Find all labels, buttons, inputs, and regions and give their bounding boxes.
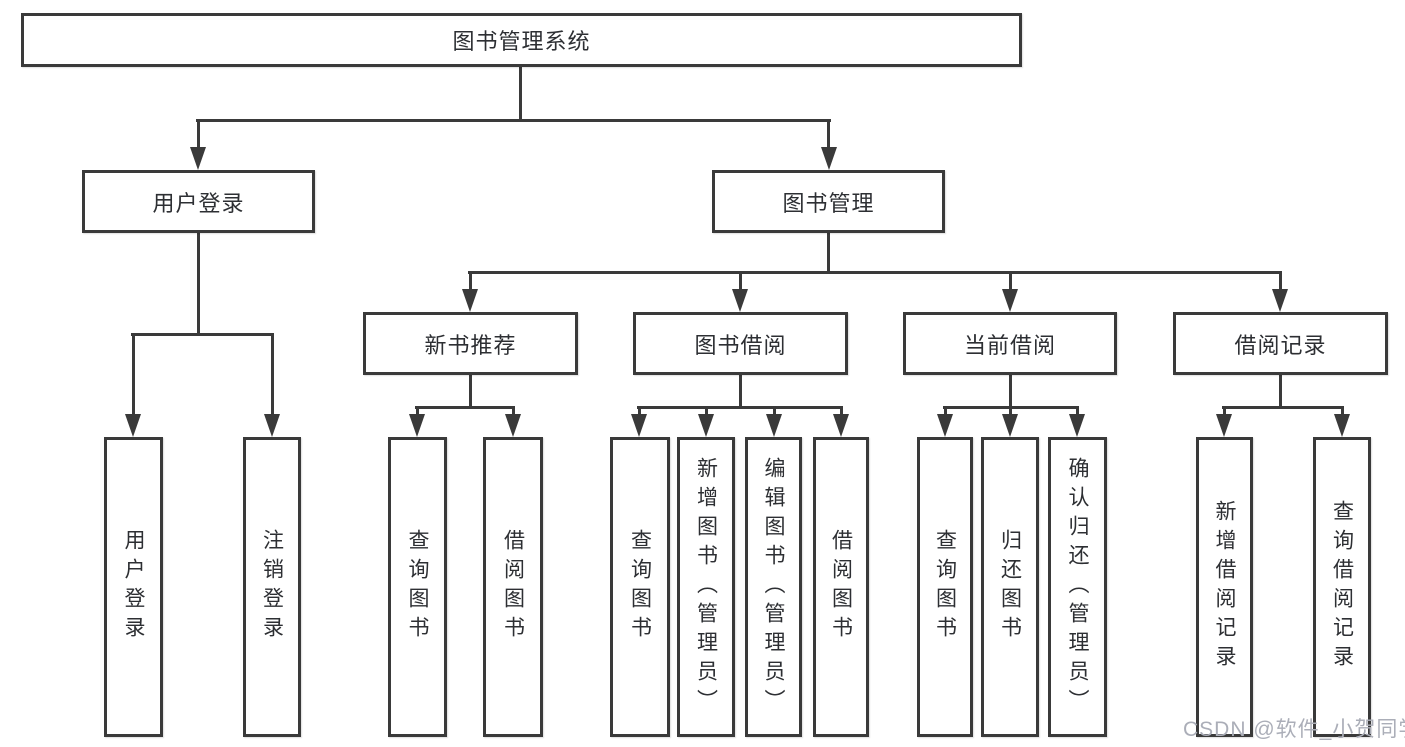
node-new-book-recommendation: 新书推荐	[363, 312, 578, 375]
leaf-user-login: 用户登录	[104, 437, 163, 737]
arrowhead-icon	[698, 414, 714, 437]
arrow-shaft	[739, 271, 742, 289]
arrowhead-icon	[1002, 414, 1018, 437]
arrow-shaft	[132, 333, 135, 414]
arrowhead-icon	[462, 289, 478, 312]
arrowhead-icon	[1002, 289, 1018, 312]
node-borrowing-records: 借阅记录	[1173, 312, 1388, 375]
connector-hline	[468, 271, 1282, 274]
arrow-shaft	[840, 406, 843, 414]
connector-hline	[1222, 406, 1344, 409]
arrowhead-icon	[409, 414, 425, 437]
connector-vline	[197, 233, 200, 336]
connector-hline	[196, 119, 831, 122]
arrowhead-icon	[766, 414, 782, 437]
arrowhead-icon	[125, 414, 141, 437]
arrowhead-icon	[821, 147, 837, 170]
arrowhead-icon	[631, 414, 647, 437]
leaf-query-books-borrowing: 查询图书	[610, 437, 670, 737]
node-current-borrowing: 当前借阅	[903, 312, 1117, 375]
leaf-logout: 注销登录	[243, 437, 301, 737]
leaf-query-books-current: 查询图书	[917, 437, 973, 737]
arrowhead-icon	[190, 147, 206, 170]
leaf-return-books: 归还图书	[981, 437, 1039, 737]
leaf-add-borrow-record: 新增借阅记录	[1196, 437, 1253, 737]
arrow-shaft	[773, 406, 776, 414]
node-book-management: 图书管理	[712, 170, 945, 233]
arrow-shaft	[638, 406, 641, 414]
arrow-shaft	[197, 119, 200, 147]
arrow-shaft	[469, 271, 472, 289]
arrowhead-icon	[1272, 289, 1288, 312]
connector-vline	[827, 233, 830, 274]
arrowhead-icon	[505, 414, 521, 437]
arrow-shaft	[1076, 406, 1079, 414]
leaf-borrow-books: 借阅图书	[813, 437, 869, 737]
arrowhead-icon	[937, 414, 953, 437]
node-library-system: 图书管理系统	[21, 13, 1022, 67]
connector-vline	[1009, 375, 1012, 409]
leaf-confirm-return-admin: 确认归还（管理员）	[1048, 437, 1107, 737]
arrowhead-icon	[1334, 414, 1350, 437]
arrowhead-icon	[264, 414, 280, 437]
arrow-shaft	[827, 119, 830, 147]
arrowhead-icon	[1216, 414, 1232, 437]
leaf-edit-books-admin: 编辑图书（管理员）	[745, 437, 802, 737]
arrow-shaft	[1223, 406, 1226, 414]
arrowhead-icon	[1069, 414, 1085, 437]
arrow-shaft	[1341, 406, 1344, 414]
connector-vline	[519, 67, 522, 122]
arrow-shaft	[1009, 406, 1012, 414]
arrowhead-icon	[833, 414, 849, 437]
node-user-login: 用户登录	[82, 170, 315, 233]
node-book-borrowing: 图书借阅	[633, 312, 848, 375]
connector-vline	[739, 375, 742, 409]
arrow-shaft	[1009, 271, 1012, 289]
arrow-shaft	[271, 333, 274, 414]
arrow-shaft	[416, 406, 419, 414]
connector-hline	[637, 406, 843, 409]
leaf-query-borrow-record: 查询借阅记录	[1313, 437, 1371, 737]
arrow-shaft	[512, 406, 515, 414]
arrowhead-icon	[732, 289, 748, 312]
connector-vline	[469, 375, 472, 409]
connector-hline	[131, 333, 274, 336]
leaf-query-books-recommend: 查询图书	[388, 437, 447, 737]
leaf-add-books-admin: 新增图书（管理员）	[677, 437, 735, 737]
leaf-borrow-books-recommend: 借阅图书	[483, 437, 543, 737]
connector-hline	[415, 406, 515, 409]
watermark: CSDN @软件_小贺同学	[1183, 718, 1405, 741]
connector-vline	[1279, 375, 1282, 409]
arrow-shaft	[705, 406, 708, 414]
arrow-shaft	[944, 406, 947, 414]
arrow-shaft	[1279, 271, 1282, 289]
